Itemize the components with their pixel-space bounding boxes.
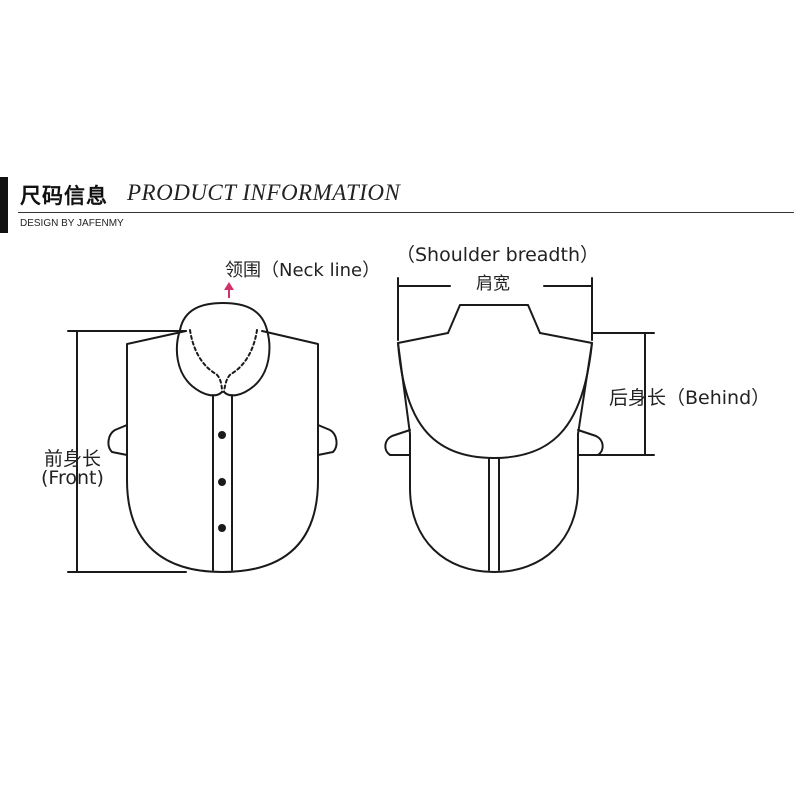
behind-length-dimension: [577, 332, 655, 456]
front-length-cn-label: 前身长: [44, 448, 102, 470]
front-length-en-label: (Front): [41, 467, 104, 489]
front-length-dimension: [67, 330, 187, 573]
front-collar-diagram: [107, 302, 338, 573]
neck-line-label: 领围（Neck line）: [225, 260, 381, 281]
shoulder-breadth-cn-label: 肩宽: [476, 274, 510, 294]
arrow-up-icon: [224, 282, 234, 298]
back-collar-diagram: [384, 304, 604, 573]
header-divider: [18, 212, 794, 213]
title-chinese: 尺码信息: [20, 184, 108, 208]
title-english: PRODUCT INFORMATION: [127, 180, 401, 205]
shoulder-dimension: [397, 277, 593, 341]
design-credit: DESIGN BY JAFENMY: [20, 218, 124, 229]
behind-length-label: 后身长（Behind）: [609, 387, 771, 409]
title-accent-bar: [0, 177, 8, 233]
shoulder-breadth-label: （Shoulder breadth）: [396, 244, 599, 266]
